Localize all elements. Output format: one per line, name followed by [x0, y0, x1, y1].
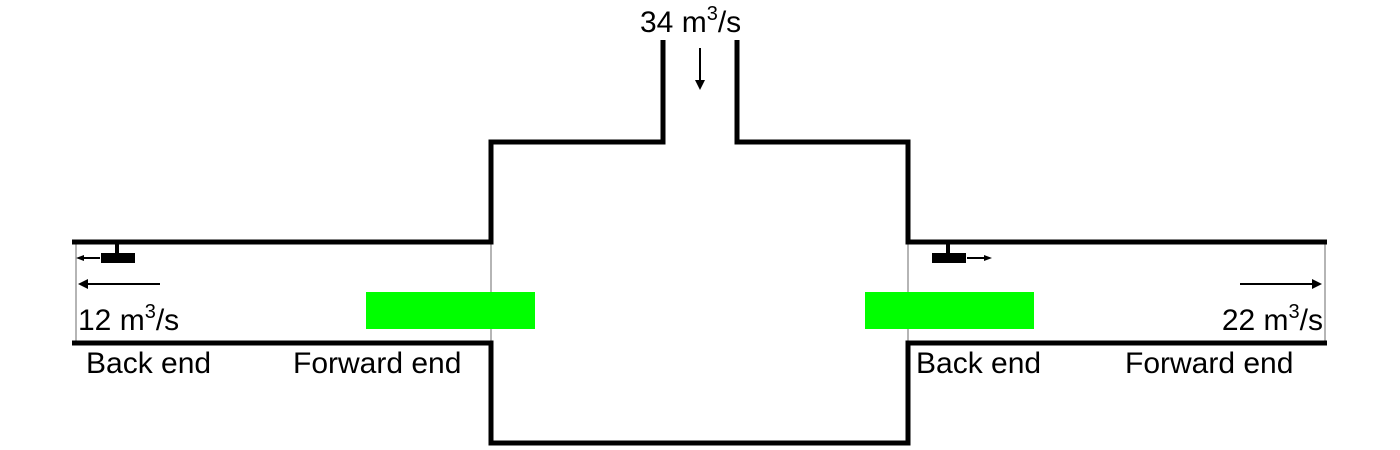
left-green-block — [366, 292, 535, 329]
right-forward-end-label: Forward end — [1125, 347, 1293, 380]
right-sensor-icon — [932, 242, 992, 263]
inflow-rate-label: 34 m3/s — [640, 3, 741, 39]
right-outflow-rate-label: 22 m3/s — [1222, 301, 1323, 337]
left-forward-end-label: Forward end — [293, 347, 461, 380]
duct-walls — [72, 40, 1327, 446]
left-outflow-rate-label: 12 m3/s — [78, 301, 179, 337]
upper-wall-right — [734, 40, 1327, 245]
duct-openings — [75, 242, 1326, 343]
left-back-end-label: Back end — [86, 347, 211, 380]
left-sensor-icon — [76, 242, 135, 263]
lower-wall — [72, 340, 1327, 446]
right-green-block — [865, 292, 1034, 329]
right-back-end-label: Back end — [916, 347, 1041, 380]
upper-wall — [72, 40, 666, 245]
